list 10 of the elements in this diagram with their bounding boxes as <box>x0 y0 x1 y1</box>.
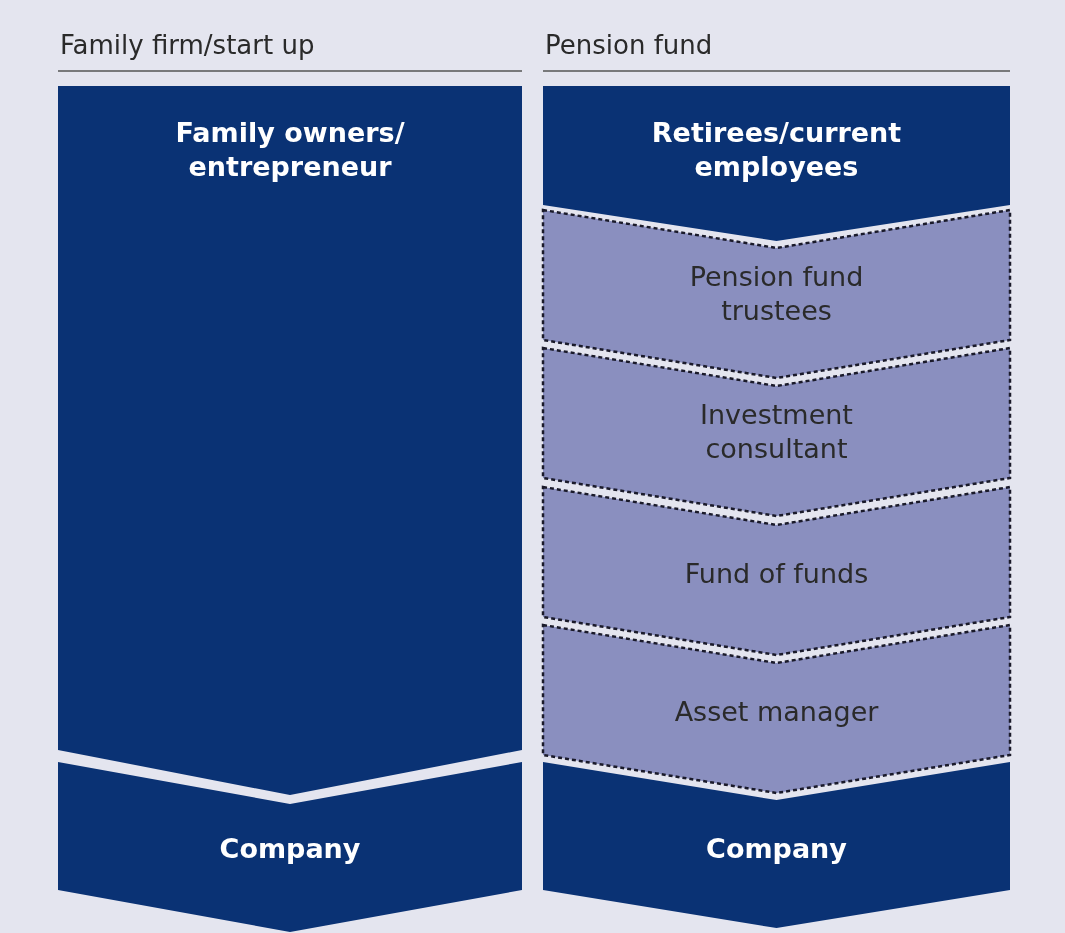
column-heading: Pension fund <box>545 30 713 60</box>
node-label: Company <box>218 832 362 866</box>
node-label: Pension fund trustees <box>688 260 865 328</box>
node-label: Retirees/current employees <box>650 116 903 184</box>
node-label: Company <box>705 832 848 866</box>
node-label: Family owners/ entrepreneur <box>174 116 406 184</box>
node-label: Investment consultant <box>699 398 854 466</box>
column-heading: Family firm/start up <box>60 30 315 60</box>
node-label: Asset manager <box>673 695 880 729</box>
node-label: Fund of funds <box>683 557 870 591</box>
